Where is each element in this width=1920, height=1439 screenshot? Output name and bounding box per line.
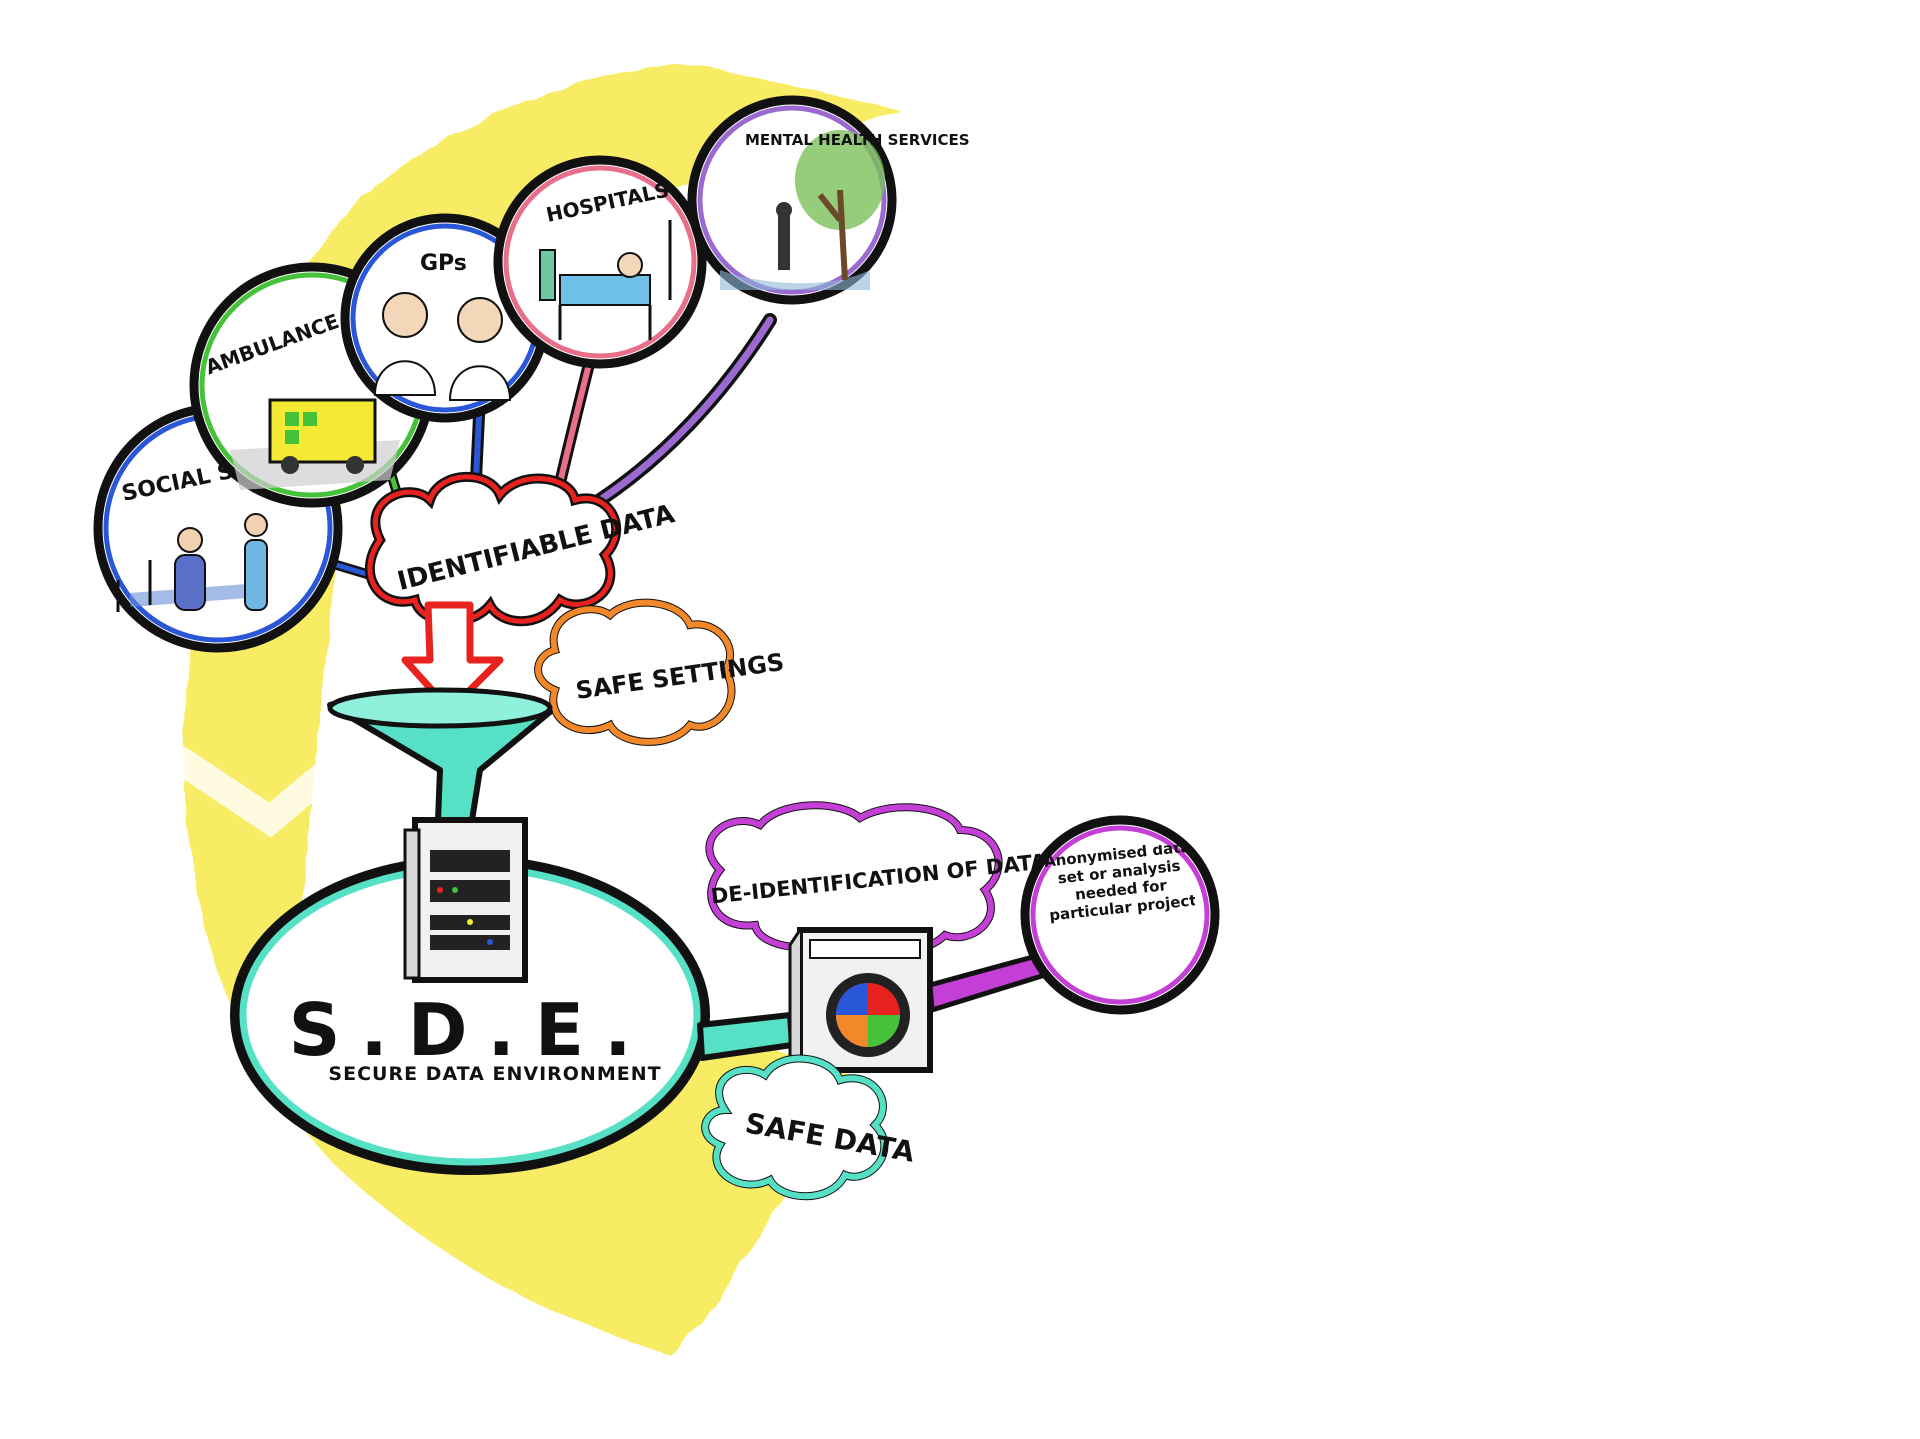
gps-doctors-scene-icon <box>373 292 512 401</box>
social-services-scene-icon <box>116 513 268 612</box>
safe-data-cloud: SAFE DATA <box>701 1054 917 1201</box>
highlight-stroke-white <box>166 746 344 838</box>
anonymised-label: Anonymised data set or analysis needed f… <box>1045 845 1195 925</box>
anonymised-output-circle: Anonymised data set or analysis needed f… <box>1020 815 1220 1015</box>
mental-health-label: MENTAL HEALTH SERVICES <box>745 131 970 149</box>
de-identification-cloud: DE-IDENTIFICATION OF DATA <box>705 801 1049 956</box>
funnel-icon <box>327 687 553 823</box>
mental-health-tree-scene-icon <box>720 130 885 290</box>
identifiable-data-cloud: IDENTIFIABLE DATA <box>365 471 678 627</box>
server-rack-icon <box>403 817 528 983</box>
hospital-bed-scene-icon <box>539 220 672 340</box>
gps-label: GPs <box>420 251 467 276</box>
source-hospitals: HOSPITALS <box>493 155 707 369</box>
source-mental-health-services: MENTAL HEALTH SERVICES <box>687 95 970 305</box>
sde-full-label: SECURE DATA ENVIRONMENT <box>328 1063 661 1085</box>
ambulance-scene-icon <box>230 398 400 490</box>
safe-settings-cloud: SAFE SETTINGS <box>534 598 786 746</box>
magenta-connector <box>927 952 1048 1013</box>
sde-acronym-label: S.D.E. <box>289 988 652 1072</box>
washing-machine-icon <box>788 927 933 1078</box>
red-down-arrow <box>401 601 504 714</box>
connector-mental-color <box>596 316 774 504</box>
